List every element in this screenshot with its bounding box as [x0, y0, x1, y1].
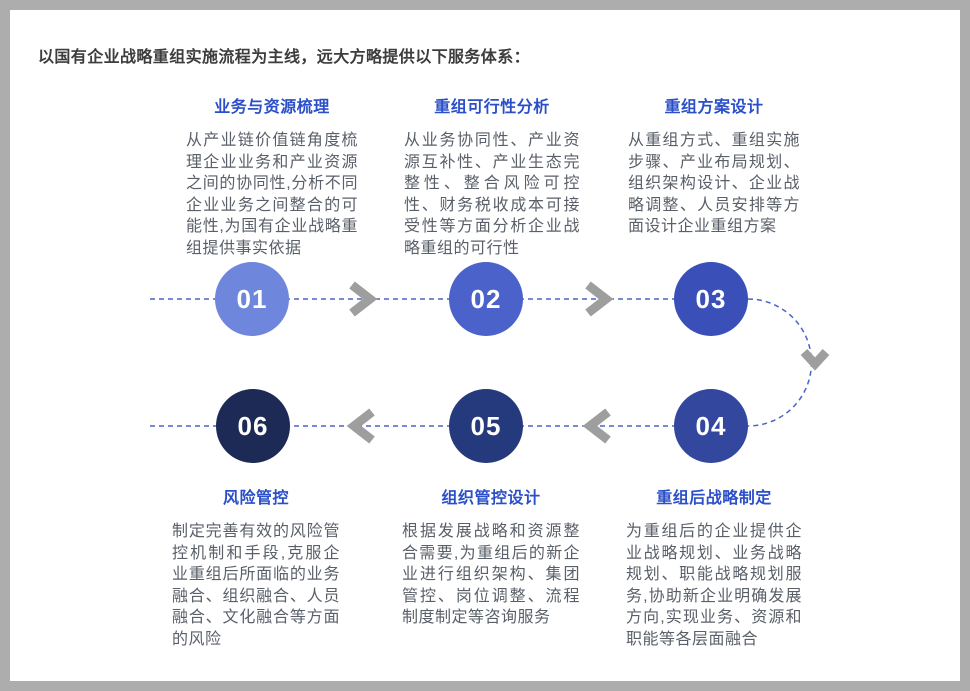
section-heading: 风险管控 [222, 490, 289, 507]
step-circle-06: 06 [216, 389, 290, 463]
section-plan-design: 重组方案设计 从重组方式、重组实施步骤、产业布局规划、组织架构设计、企业战略调整… [628, 93, 800, 238]
section-feasibility-analysis: 重组可行性分析 从业务协同性、产业资源互补性、产业生态完整性、整合风险可控性、财… [404, 93, 580, 259]
flow-dashed-curve [747, 298, 813, 427]
section-body: 制定完善有效的风险管控机制和手段,克服企业重组后所面临的业务融合、组织融合、人员… [172, 523, 340, 648]
page-title: 以国有企业战略重组实施流程为主线，远大方略提供以下服务体系： [38, 49, 531, 66]
chevron-left-icon [582, 408, 611, 444]
step-number: 01 [236, 283, 268, 314]
section-risk-control: 风险管控 制定完善有效的风险管控机制和手段,克服企业重组后所面临的业务融合、组织… [172, 484, 340, 650]
section-body: 为重组后的企业提供企业战略规划、业务战略规划、职能战略规划服务,协助新企业明确发… [626, 523, 802, 648]
step-number: 05 [470, 410, 502, 441]
step-circle-03: 03 [674, 262, 748, 336]
chevron-left-icon [346, 408, 375, 444]
section-body: 从产业链价值链角度梳理企业业务和产业资源之间的协同性,分析不同企业业务之间整合的… [186, 132, 358, 257]
step-circle-05: 05 [449, 389, 523, 463]
section-post-reorg-strategy: 重组后战略制定 为重组后的企业提供企业战略规划、业务战略规划、职能战略规划服务,… [626, 484, 802, 650]
step-circle-02: 02 [449, 262, 523, 336]
step-number: 02 [470, 283, 502, 314]
step-circle-01: 01 [215, 262, 289, 336]
section-body: 从重组方式、重组实施步骤、产业布局规划、组织架构设计、企业战略调整、人员安排等方… [628, 132, 800, 235]
section-body: 从业务协同性、产业资源互补性、产业生态完整性、整合风险可控性、财务税收成本可接受… [404, 132, 580, 257]
section-heading: 业务与资源梳理 [214, 99, 330, 116]
section-business-resources: 业务与资源梳理 从产业链价值链角度梳理企业业务和产业资源之间的协同性,分析不同企… [186, 93, 358, 259]
chevron-right-icon [585, 281, 614, 317]
chevron-down-icon [800, 348, 830, 371]
section-heading: 重组方案设计 [664, 99, 764, 116]
chevron-right-icon [349, 281, 378, 317]
step-number: 06 [237, 410, 269, 441]
step-number: 04 [695, 410, 727, 441]
slide-canvas: 以国有企业战略重组实施流程为主线，远大方略提供以下服务体系： 01 02 03 … [10, 10, 960, 681]
step-number: 03 [695, 283, 727, 314]
section-heading: 组织管控设计 [441, 490, 541, 507]
step-circle-04: 04 [674, 389, 748, 463]
section-heading: 重组可行性分析 [434, 99, 550, 116]
section-body: 根据发展战略和资源整合需要,为重组后的新企业进行组织架构、集团管控、岗位调整、流… [402, 523, 580, 626]
section-org-control-design: 组织管控设计 根据发展战略和资源整合需要,为重组后的新企业进行组织架构、集团管控… [402, 484, 580, 629]
section-heading: 重组后战略制定 [656, 490, 772, 507]
